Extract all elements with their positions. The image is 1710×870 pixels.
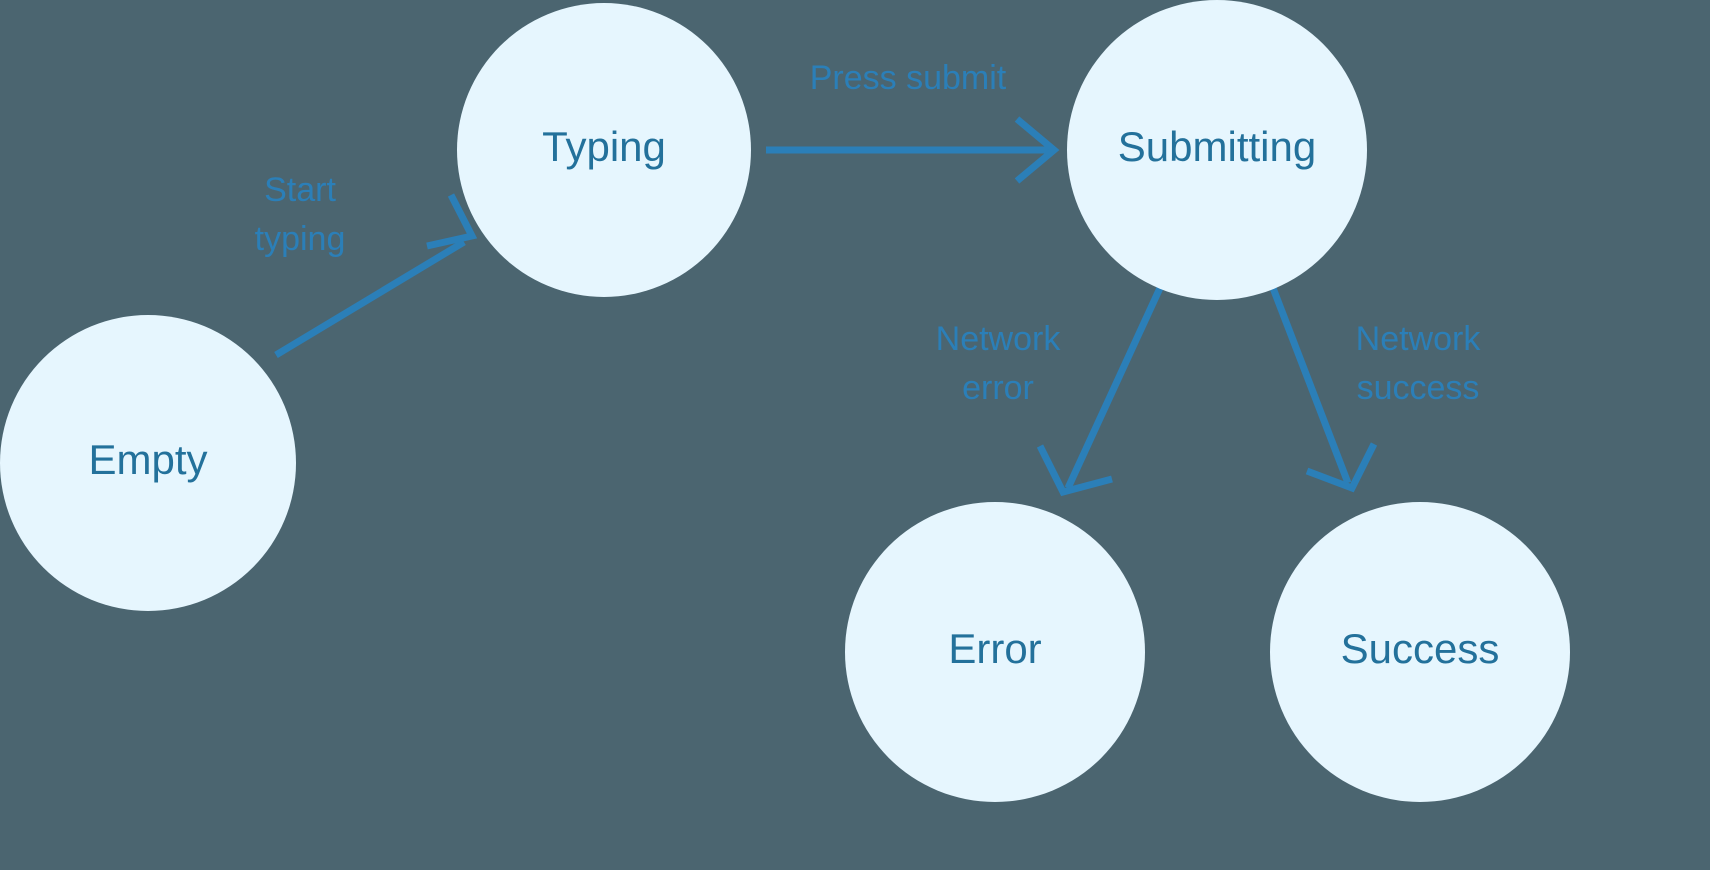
edge-submitting-to-success[interactable] bbox=[1269, 286, 1378, 493]
edge-label-press-submit: Press submit bbox=[810, 59, 1007, 97]
state-node-empty-label: Empty bbox=[88, 436, 207, 483]
edge-label-network-success-line-1: Network bbox=[1356, 320, 1482, 358]
state-node-error-label: Error bbox=[948, 625, 1041, 672]
edge-submitting-to-success-line bbox=[1269, 286, 1352, 485]
edge-label-network-error-line-2: error bbox=[962, 369, 1034, 407]
state-node-submitting-circle bbox=[1067, 0, 1367, 300]
state-node-success[interactable]: Success bbox=[1270, 502, 1570, 802]
state-node-empty-circle bbox=[0, 315, 296, 611]
edge-submitting-to-success-arrowhead bbox=[1305, 442, 1378, 493]
edge-label-network-error: Network error bbox=[936, 320, 1062, 407]
edge-submitting-to-error-arrowhead bbox=[1036, 444, 1113, 497]
state-node-submitting-label: Submitting bbox=[1118, 123, 1316, 170]
state-node-typing-circle bbox=[457, 3, 751, 297]
edge-empty-to-typing[interactable] bbox=[274, 193, 478, 358]
edge-submitting-to-error[interactable] bbox=[1036, 286, 1164, 497]
edge-label-network-success-line-2: success bbox=[1357, 369, 1480, 407]
state-node-empty[interactable]: Empty bbox=[0, 315, 296, 611]
state-node-typing[interactable]: Typing bbox=[457, 3, 751, 297]
edge-empty-to-typing-arrowhead bbox=[426, 193, 478, 250]
state-node-success-circle bbox=[1270, 502, 1570, 802]
state-node-error-circle bbox=[845, 502, 1145, 802]
state-node-submitting[interactable]: Submitting bbox=[1067, 0, 1367, 300]
edge-label-network-error-line-1: Network bbox=[936, 320, 1062, 358]
edge-label-start-typing-line-1: Start bbox=[264, 171, 336, 209]
edge-typing-to-submitting[interactable] bbox=[766, 116, 1060, 184]
state-node-success-label: Success bbox=[1341, 625, 1500, 672]
edge-empty-to-typing-line bbox=[274, 239, 466, 358]
edge-typing-to-submitting-arrowhead bbox=[1014, 116, 1060, 184]
state-node-typing-label: Typing bbox=[542, 123, 666, 170]
edge-label-press-submit-line-1: Press submit bbox=[810, 59, 1007, 97]
edge-label-network-success: Network success bbox=[1356, 320, 1482, 407]
state-node-error[interactable]: Error bbox=[845, 502, 1145, 802]
edge-label-start-typing: Start typing bbox=[255, 171, 346, 258]
edge-submitting-to-error-line bbox=[1064, 286, 1164, 490]
edge-label-start-typing-line-2: typing bbox=[255, 220, 346, 258]
